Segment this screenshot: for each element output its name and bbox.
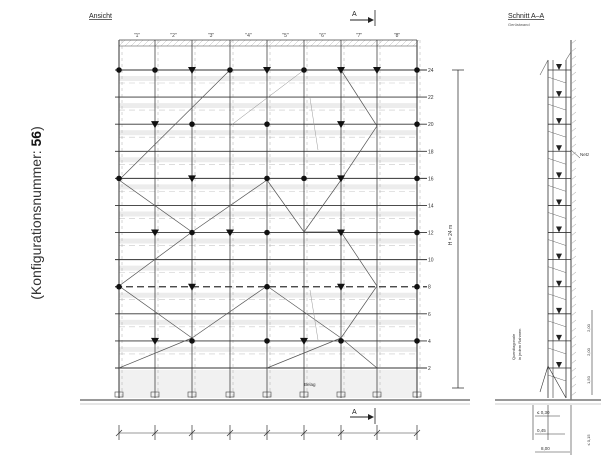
wall-anchor-triangle (151, 229, 159, 237)
svg-text:2,00: 2,00 (586, 323, 591, 332)
wall-anchor-triangle (337, 229, 345, 237)
section-subtitle: Gerüstwand (508, 22, 530, 27)
level-label: 12 (428, 231, 434, 237)
wall-anchor-triangle (337, 67, 345, 74)
level-label: 24 (428, 68, 434, 74)
wall-anchor-dot (414, 175, 420, 182)
wall-anchor-triangle (263, 67, 271, 74)
wall-anchor-triangle (188, 175, 196, 183)
wall-anchor-triangle (337, 121, 345, 129)
svg-text:A: A (352, 409, 357, 416)
svg-text:8,00: 8,00 (541, 446, 550, 451)
svg-text:≤ 0,30: ≤ 0,30 (537, 410, 550, 415)
wall-anchor-dot (301, 67, 307, 73)
wall-anchor-dot (264, 229, 270, 236)
field-label: "5" (282, 33, 289, 39)
view-title: Ansicht (89, 13, 112, 20)
svg-text:1,50: 1,50 (586, 375, 591, 384)
section-view (532, 39, 581, 455)
wall-anchor-dot (116, 283, 122, 290)
svg-text:2,00: 2,00 (586, 347, 591, 356)
wall-anchor-dot (116, 175, 122, 182)
wall-anchor-dot (414, 338, 420, 344)
svg-text:≤ 0,15: ≤ 0,15 (586, 434, 591, 446)
wall-anchor-dot (264, 175, 270, 182)
wall-anchor-triangle (188, 283, 196, 291)
section-note-2: in jedem Rahmen (517, 329, 522, 360)
field-label: "8" (394, 33, 401, 39)
field-label: "3" (208, 33, 215, 39)
svg-text:A: A (352, 11, 357, 18)
section-marker-top: A (350, 10, 376, 26)
section-dims-right: 2,00 2,00 1,50 (586, 310, 593, 395)
wall-anchor-dot (338, 338, 344, 344)
wall-anchor-triangle (337, 283, 345, 291)
section-note-1: Querdiagonale (511, 333, 516, 360)
wall-anchor-dot (414, 283, 420, 290)
wall-anchor-triangle (373, 67, 381, 74)
section-title: Schnitt A–A (508, 13, 545, 20)
level-labels: 24 22 20 18 16 14 12 10 8 6 4 2 (428, 68, 434, 372)
wall-anchor-triangle (151, 121, 159, 129)
wall-net-label: Netz (580, 152, 590, 157)
field-label: "6" (319, 33, 326, 39)
wall-anchor-dot (227, 67, 233, 73)
field-label: "2" (170, 33, 177, 39)
scaffold-frame (114, 39, 427, 398)
wall-anchor-dot (189, 338, 195, 344)
wall-anchor-dot (264, 338, 270, 344)
wall-anchor-dot (414, 121, 420, 127)
wall-anchor-dot (414, 229, 420, 236)
level-label: 4 (428, 339, 431, 345)
wall-anchor-triangle (151, 337, 159, 345)
wall-anchor-triangle (300, 337, 308, 345)
svg-text:H = 24 m: H = 24 m (448, 225, 454, 245)
level-label: 20 (428, 122, 434, 128)
level-label: 14 (428, 203, 434, 209)
wall-anchor-dot (414, 67, 420, 73)
bottom-dimension-chain (115, 425, 421, 440)
field-label: "4" (245, 33, 252, 39)
level-label: 16 (428, 176, 434, 182)
wall-anchor-dot (301, 175, 307, 182)
field-label: "7" (356, 33, 363, 39)
field-labels: "1" "2" "3" "4" "5" "6" "7" "8" (134, 33, 401, 39)
ground (80, 399, 601, 405)
level-label: 2 (428, 366, 431, 372)
field-label: "1" (134, 33, 141, 39)
wall-anchor-dot (264, 121, 270, 127)
svg-text:0,45: 0,45 (537, 428, 546, 433)
wall-anchor-dot (189, 121, 195, 127)
wall-anchor-triangle (188, 67, 196, 74)
wall-anchor-triangle (337, 175, 345, 183)
wall-anchor-dot (264, 283, 270, 290)
wall-anchor-triangle (226, 229, 234, 237)
level-label: 6 (428, 312, 431, 318)
section-dims-bottom: ≤ 0,30 0,45 8,00 ≤ 0,15 (535, 410, 591, 453)
wall-anchor-dot (116, 67, 122, 73)
level-label: 18 (428, 149, 434, 155)
level-label: 8 (428, 285, 431, 291)
section-marker-bottom: A (350, 408, 376, 424)
height-dimension: H = 24 m (448, 69, 464, 389)
wall-anchor-dot (152, 67, 158, 73)
belag-note: Belag (304, 382, 316, 387)
level-label: 22 (428, 95, 434, 101)
level-label: 10 (428, 258, 434, 264)
wall-anchor-dot (189, 229, 195, 236)
